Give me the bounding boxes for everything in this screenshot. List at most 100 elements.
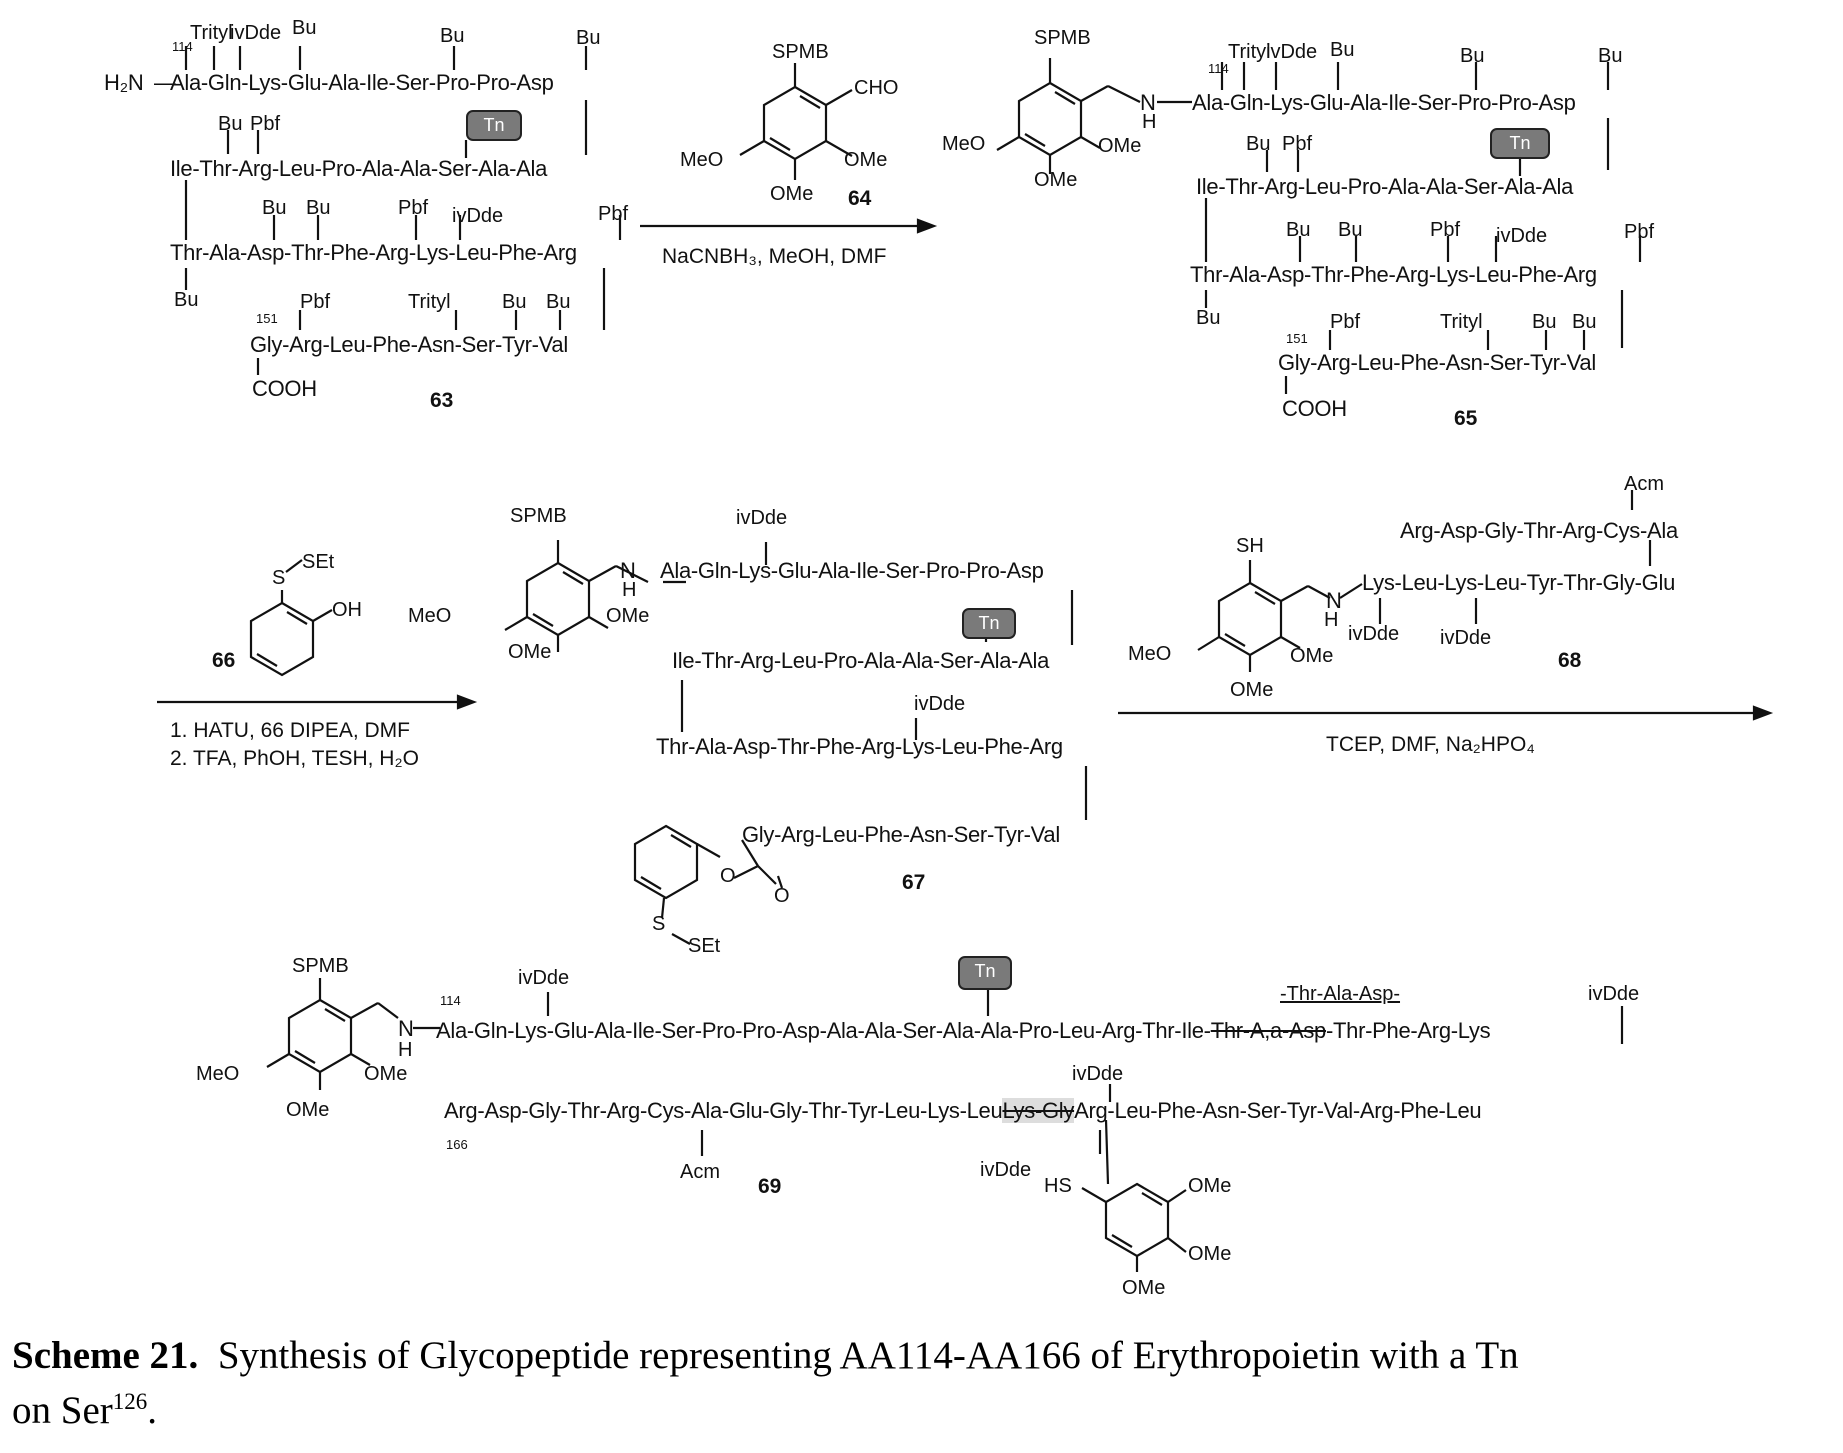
c68-h: H xyxy=(1324,610,1338,630)
c64-ome-2: OMe xyxy=(770,184,813,204)
c65-tn-glycan: Tn xyxy=(1490,128,1550,159)
c63-amine: H₂N xyxy=(104,72,143,94)
c65-row4: Gly-Arg-Leu-Phe-Asn-Ser-Tyr-Val xyxy=(1278,352,1596,374)
c67-carbonyl-o: O xyxy=(774,886,790,906)
c66-set: SEt xyxy=(302,552,334,572)
c67-row1: Ala-Gln-Lys-Glu-Ala-Ile-Ser-Pro-Pro-Asp xyxy=(660,560,1044,582)
c67-ivdde-2: ivDde xyxy=(914,694,965,714)
c63-pbf-3: Pbf xyxy=(598,204,628,224)
c65-ome-1: OMe xyxy=(1098,136,1141,156)
compound-number-63: 63 xyxy=(430,390,453,411)
c65-h: H xyxy=(1142,112,1156,132)
c67-ivdde-1: ivDde xyxy=(736,508,787,528)
c63-ivdde-1: ivDde xyxy=(230,23,281,43)
c65-bu-7: Bu xyxy=(1196,308,1220,328)
c63-row3: Thr-Ala-Asp-Thr-Phe-Arg-Lys-Leu-Phe-Arg xyxy=(170,242,577,264)
c65-pbf-1: Pbf xyxy=(1282,134,1312,154)
c69-acm: Acm xyxy=(680,1162,720,1182)
compound-number-69: 69 xyxy=(758,1176,781,1197)
c63-bu-3: Bu xyxy=(576,28,600,48)
c65-pbf-3: Pbf xyxy=(1624,222,1654,242)
c68-ivdde-1: ivDde xyxy=(1348,624,1399,644)
c69-ome-5: OMe xyxy=(1122,1278,1165,1298)
c65-start-index: 114 xyxy=(1208,62,1229,75)
c68-acm: Acm xyxy=(1624,474,1664,494)
c67-set: SEt xyxy=(688,936,720,956)
condition-step-3: TCEP, DMF, Na₂HPO₄ xyxy=(1326,734,1535,755)
c67-meo: MeO xyxy=(408,606,451,626)
c69-row2: Arg-Asp-Gly-Thr-Arg-Cys-Ala-Glu-Gly-Thr-… xyxy=(444,1100,1481,1122)
c65-ivdde-2: ivDde xyxy=(1496,226,1547,246)
c63-pbf-2: Pbf xyxy=(398,198,428,218)
c63-bu-2: Bu xyxy=(440,26,464,46)
c63-bu-4: Bu xyxy=(218,114,242,134)
compound-number-66: 66 xyxy=(212,650,235,671)
c63-bu-5: Bu xyxy=(262,198,286,218)
c68-meo: MeO xyxy=(1128,644,1171,664)
c65-trityl: Trityl xyxy=(1228,42,1271,62)
c67-tn-glycan: Tn xyxy=(962,608,1016,639)
c64-cho: CHO xyxy=(854,78,898,98)
c68-ome-1: OMe xyxy=(1290,646,1333,666)
c63-pbf-4: Pbf xyxy=(300,292,330,312)
c63-bu-1: Bu xyxy=(292,18,316,38)
c68-ivdde-2: ivDde xyxy=(1440,628,1491,648)
c65-bu-4: Bu xyxy=(1246,134,1270,154)
c63-tn-glycan: Tn xyxy=(466,110,522,141)
c63-trityl-2: Trityl xyxy=(408,292,451,312)
reaction-arrow-2 xyxy=(157,696,474,708)
c69-h: H xyxy=(398,1040,412,1060)
c65-cooh: COOH xyxy=(1282,398,1347,420)
c63-pbf-1: Pbf xyxy=(250,114,280,134)
reaction-arrow-3 xyxy=(1118,707,1770,719)
c65-row1: Ala-Gln-Lys-Glu-Ala-Ile-Ser-Pro-Pro-Asp xyxy=(1192,92,1576,114)
c65-pbf-4: Pbf xyxy=(1330,312,1360,332)
c65-ivdde-1: ivDde xyxy=(1266,42,1317,62)
c65-bu-9: Bu xyxy=(1572,312,1596,332)
c67-row2: Ile-Thr-Arg-Leu-Pro-Ala-Ala-Ser-Ala-Ala xyxy=(672,650,1049,672)
c63-row1: Ala-Gln-Lys-Glu-Ala-Ile-Ser-Pro-Pro-Asp xyxy=(170,72,554,94)
condition-step-1: NaCNBH₃, MeOH, DMF xyxy=(662,246,886,267)
c69-ome-4: OMe xyxy=(1188,1244,1231,1264)
c65-bu-3: Bu xyxy=(1598,46,1622,66)
c68-row2: Lys-Leu-Lys-Leu-Tyr-Thr-Gly-Glu xyxy=(1362,572,1675,594)
c67-h: H xyxy=(622,580,636,600)
condition-step-2-line-2: 2. TFA, PhOH, TESH, H₂O xyxy=(170,748,419,769)
c66-s: S xyxy=(272,568,285,588)
c67-ome-1: OMe xyxy=(606,606,649,626)
c69-ivdde-4: ivDde xyxy=(980,1160,1031,1180)
c65-trityl-2: Trityl xyxy=(1440,312,1483,332)
c69-ome-3: OMe xyxy=(1188,1176,1231,1196)
c65-ome-2: OMe xyxy=(1034,170,1077,190)
c65-bu-6: Bu xyxy=(1338,220,1362,240)
c69-start-index: 114 xyxy=(440,994,461,1007)
c68-sh: SH xyxy=(1236,536,1264,556)
c65-row2: Ile-Thr-Arg-Leu-Pro-Ala-Ala-Ser-Ala-Ala xyxy=(1196,176,1573,198)
c69-tn-glycan: Tn xyxy=(958,956,1012,990)
c65-row3: Thr-Ala-Asp-Thr-Phe-Arg-Lys-Leu-Phe-Arg xyxy=(1190,264,1597,286)
compound-number-67: 67 xyxy=(902,872,925,893)
c63-bu-8: Bu xyxy=(502,292,526,312)
condition-step-2-line-1: 1. HATU, 66 DIPEA, DMF xyxy=(170,720,410,741)
c66-oh: OH xyxy=(332,600,362,620)
c69-end-index: 166 xyxy=(446,1138,468,1151)
c69-hs: HS xyxy=(1044,1176,1072,1196)
c63-bu-7: Bu xyxy=(174,290,198,310)
c69-row1: Ala-Gln-Lys-Glu-Ala-Ile-Ser-Pro-Pro-Asp-… xyxy=(436,1020,1490,1042)
c67-spmb: SPMB xyxy=(510,506,567,526)
c67-ome-2: OMe xyxy=(508,642,551,662)
c67-row3: Thr-Ala-Asp-Thr-Phe-Arg-Lys-Leu-Phe-Arg xyxy=(656,736,1063,758)
c69-spmb: SPMB xyxy=(292,956,349,976)
scheme-caption-line-2: on Ser126. xyxy=(12,1390,157,1430)
c69-ome-2: OMe xyxy=(286,1100,329,1120)
compound-number-68: 68 xyxy=(1558,650,1581,671)
c69-ivdde-2: ivDde xyxy=(1588,984,1639,1004)
c63-trityl: Trityl xyxy=(190,23,233,43)
c63-row4: Gly-Arg-Leu-Phe-Asn-Ser-Tyr-Val xyxy=(250,334,568,356)
scheme-caption: Scheme 21. Synthesis of Glycopeptide rep… xyxy=(12,1336,1519,1375)
c64-meo: MeO xyxy=(680,150,723,170)
c65-meo: MeO xyxy=(942,134,985,154)
c69-correction: -Thr-Ala-Asp- xyxy=(1280,984,1400,1004)
c65-bu-1: Bu xyxy=(1330,40,1354,60)
c65-end-index: 151 xyxy=(1286,332,1308,345)
